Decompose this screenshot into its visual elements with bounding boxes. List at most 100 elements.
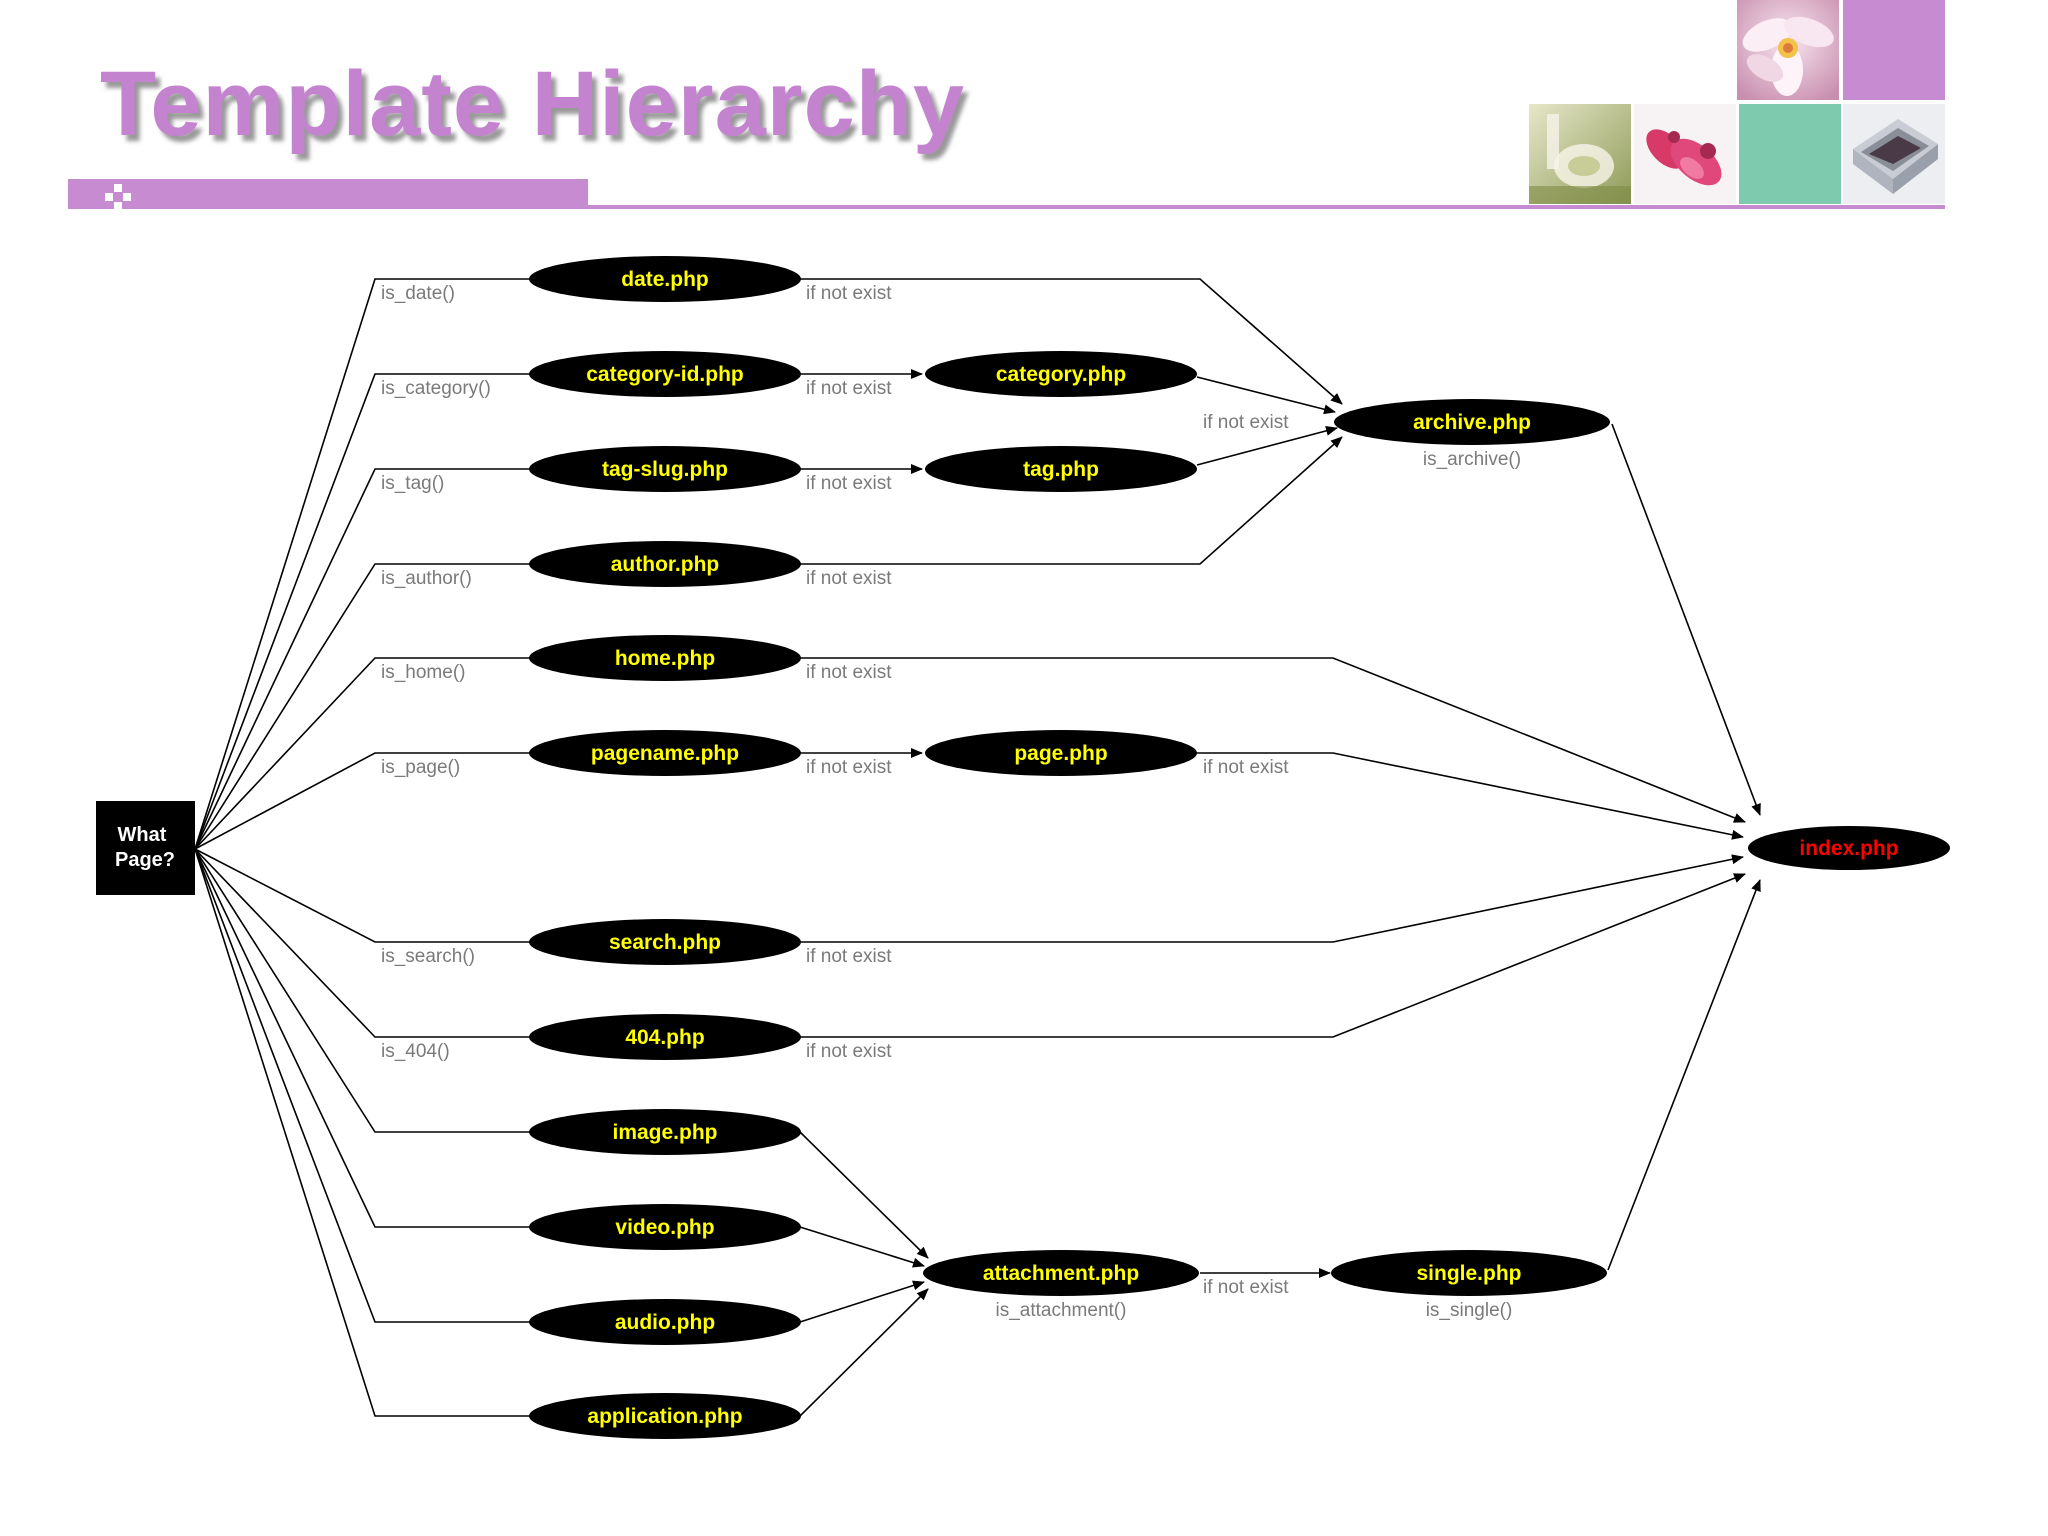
edge-video: [194, 848, 530, 1228]
node-video-label: video.php: [615, 1216, 714, 1239]
node-single: single.php: [1331, 1250, 1607, 1296]
node-application: application.php: [529, 1393, 801, 1439]
node-video: video.php: [529, 1204, 801, 1250]
node-category-id-label: category-id.php: [586, 363, 744, 386]
lipstick-photo: [1634, 104, 1736, 204]
edge-tag-archive: [1196, 425, 1338, 466]
edge-application-attachment: [799, 1288, 929, 1417]
compact-photo: [1843, 104, 1945, 204]
node-audio-label: audio.php: [615, 1311, 715, 1334]
label-if-not-exist: if not exist: [806, 1041, 892, 1062]
node-index-label: index.php: [1799, 837, 1898, 860]
condition-edges: [194, 278, 530, 1417]
node-home: home.php: [529, 635, 801, 681]
label-is-search: is_search(): [381, 946, 475, 967]
edge-404: [194, 848, 530, 1038]
node-category: category.php: [925, 351, 1197, 397]
node-author: author.php: [529, 541, 801, 587]
edge-image-attachment: [799, 1131, 929, 1259]
node-image: image.php: [529, 1109, 801, 1155]
node-tag: tag.php: [925, 446, 1197, 492]
title-underline: [588, 205, 1945, 209]
edge-category: [194, 373, 530, 850]
plus-diamond-icon: [105, 184, 131, 210]
label-is-attachment: is_attachment(): [996, 1300, 1127, 1321]
node-attachment-label: attachment.php: [983, 1262, 1139, 1285]
fallback-labels: if not exist if not exist if not exist i…: [806, 283, 1289, 1298]
edge-author-archive: [800, 436, 1343, 565]
purple-tile: [1843, 0, 1945, 100]
node-tag-slug-label: tag-slug.php: [602, 458, 728, 481]
node-category-id: category-id.php: [529, 351, 801, 397]
flower-photo: [1737, 0, 1839, 100]
label-if-not-exist: if not exist: [1203, 757, 1289, 778]
label-is-archive: is_archive(): [1423, 449, 1521, 470]
node-page-label: page.php: [1014, 742, 1107, 765]
edge-home-index: [800, 657, 1746, 823]
label-if-not-exist: if not exist: [806, 473, 892, 494]
fallback-edges: [799, 278, 1761, 1417]
edge-archive-index: [1611, 423, 1761, 816]
label-is-home: is_home(): [381, 662, 465, 683]
start-label-line2: Page?: [115, 849, 175, 871]
node-page: page.php: [925, 730, 1197, 776]
page-title: Template Hierarchy: [100, 53, 966, 155]
label-is-single: is_single(): [1426, 1300, 1513, 1321]
edge-video-attachment: [799, 1226, 925, 1268]
node-search: search.php: [529, 919, 801, 965]
node-404-label: 404.php: [625, 1026, 704, 1049]
edge-search: [194, 848, 530, 943]
node-home-label: home.php: [615, 647, 715, 670]
edge-home: [194, 657, 530, 850]
label-if-not-exist: if not exist: [806, 946, 892, 967]
edge-application: [194, 848, 530, 1417]
node-archive: archive.php: [1334, 399, 1610, 445]
title-accent-bar: [68, 179, 588, 209]
start-label-line1: What: [118, 824, 167, 846]
node-pagename-label: pagename.php: [591, 742, 739, 765]
edge-page-index: [1197, 752, 1744, 840]
label-is-category: is_category(): [381, 378, 491, 399]
node-pagename: pagename.php: [529, 730, 801, 776]
edge-audio-attachment: [799, 1280, 925, 1323]
edge-audio: [194, 848, 530, 1323]
edge-author: [194, 563, 530, 850]
node-audio: audio.php: [529, 1299, 801, 1345]
mint-tile: [1739, 104, 1841, 204]
node-category-label: category.php: [996, 363, 1126, 386]
edge-tag: [194, 468, 530, 850]
node-search-label: search.php: [609, 931, 721, 954]
node-404: 404.php: [529, 1014, 801, 1060]
label-if-not-exist: if not exist: [1203, 412, 1289, 433]
edge-page: [194, 752, 530, 850]
node-image-label: image.php: [612, 1121, 717, 1144]
label-if-not-exist: if not exist: [1203, 1277, 1289, 1298]
node-archive-label: archive.php: [1413, 411, 1531, 434]
node-tag-slug: tag-slug.php: [529, 446, 801, 492]
node-single-label: single.php: [1417, 1262, 1522, 1285]
perfume-photo: [1529, 104, 1631, 204]
label-if-not-exist: if not exist: [806, 283, 892, 304]
node-tag-label: tag.php: [1023, 458, 1099, 481]
label-is-404: is_404(): [381, 1041, 450, 1062]
edge-image: [194, 848, 530, 1133]
label-is-author: is_author(): [381, 568, 472, 589]
edge-single-index: [1607, 879, 1761, 1271]
node-application-label: application.php: [587, 1405, 742, 1428]
label-is-page: is_page(): [381, 757, 460, 778]
start-node: What Page?: [96, 801, 195, 895]
label-if-not-exist: if not exist: [806, 378, 892, 399]
node-author-label: author.php: [611, 553, 720, 576]
label-if-not-exist: if not exist: [806, 662, 892, 683]
edge-date: [194, 278, 530, 850]
edge-404-index: [800, 873, 1746, 1038]
node-date: date.php: [529, 256, 801, 302]
label-is-date: is_date(): [381, 283, 455, 304]
label-is-tag: is_tag(): [381, 473, 444, 494]
node-index: index.php: [1748, 826, 1950, 870]
node-date-label: date.php: [621, 268, 709, 291]
label-if-not-exist: if not exist: [806, 757, 892, 778]
node-attachment: attachment.php: [923, 1250, 1199, 1296]
